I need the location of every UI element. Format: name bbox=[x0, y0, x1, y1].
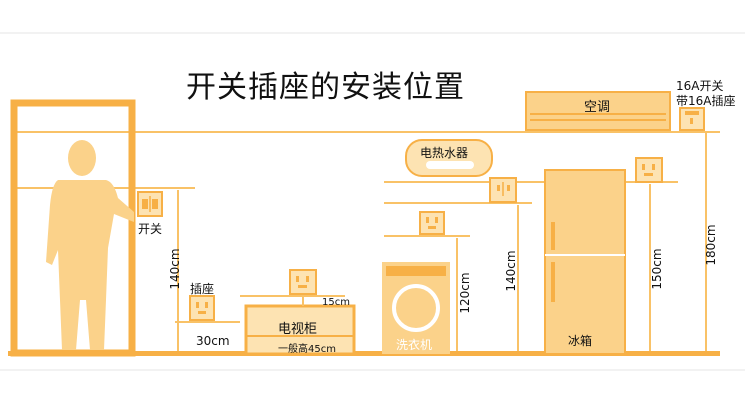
socket-heater-icon bbox=[489, 177, 517, 203]
tv-cabinet-shape bbox=[244, 304, 356, 356]
socket-height-label: 30cm bbox=[196, 334, 230, 348]
socket-fridge-icon bbox=[635, 157, 663, 183]
person-silhouette-icon bbox=[46, 140, 134, 350]
tv-cabinet-label: 电视柜 bbox=[278, 322, 318, 337]
ac-switch-label-1: 16A开关 bbox=[676, 79, 724, 93]
tv-offset-label: 15cm bbox=[322, 297, 350, 308]
socket-ac-icon bbox=[679, 107, 705, 131]
refrigerator-shape bbox=[544, 169, 626, 355]
switch-label: 开关 bbox=[138, 222, 163, 236]
socket-30-icon bbox=[189, 295, 215, 321]
washer-height-label: 120cm bbox=[458, 272, 472, 314]
fridge-height-label: 150cm bbox=[650, 248, 664, 290]
water-heater-shape bbox=[405, 139, 493, 177]
socket-tv-icon bbox=[289, 269, 317, 295]
washing-machine-shape bbox=[382, 262, 450, 354]
fridge-label: 冰箱 bbox=[568, 334, 593, 348]
switch-height-label: 140cm bbox=[168, 248, 182, 290]
heater-height-label: 140cm bbox=[504, 250, 518, 292]
ac-height-label: 180cm bbox=[704, 224, 718, 266]
water-heater-label: 电热水器 bbox=[420, 146, 469, 160]
light-switch-icon bbox=[137, 191, 163, 217]
socket-label: 插座 bbox=[190, 282, 215, 296]
door-frame-icon bbox=[10, 99, 136, 357]
air-conditioner-shape bbox=[525, 91, 671, 131]
ac-switch-label-2: 带16A插座 bbox=[676, 94, 736, 108]
floor-line bbox=[8, 351, 720, 356]
page-title: 开关插座的安装位置 bbox=[186, 70, 465, 105]
aircon-label: 空调 bbox=[584, 100, 611, 115]
socket-washer-icon bbox=[419, 211, 445, 235]
tv-cabinet-note: 一般高45cm bbox=[278, 344, 336, 355]
washer-label: 洗衣机 bbox=[396, 338, 433, 352]
